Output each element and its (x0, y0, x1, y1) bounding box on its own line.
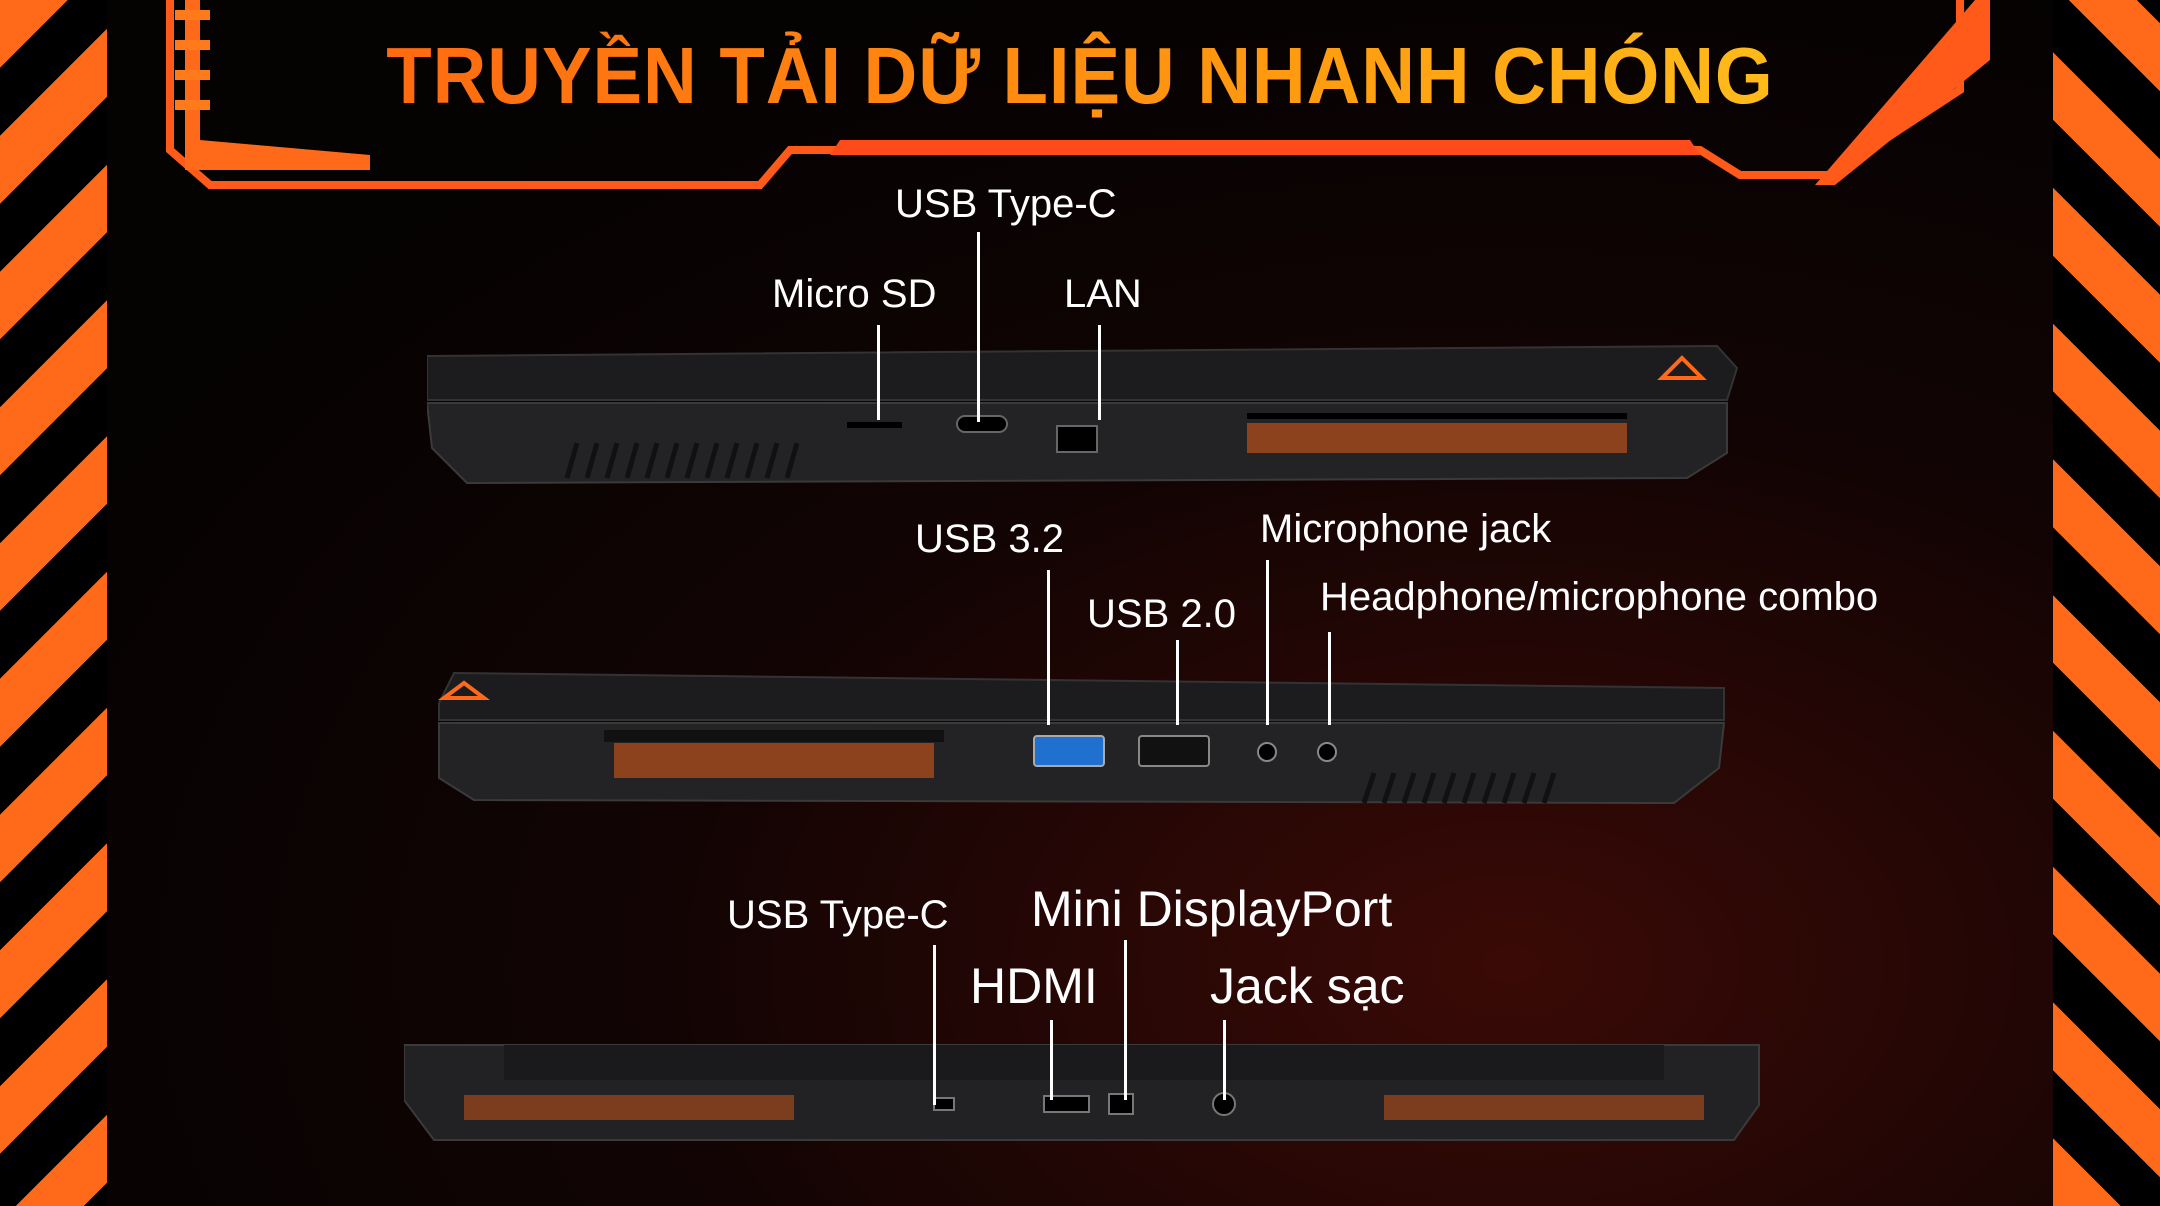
pointer-line (1050, 1020, 1053, 1100)
label-microphone-jack: Microphone jack (1260, 507, 1552, 551)
pointer-line (1098, 325, 1101, 420)
pointer-line (1176, 640, 1179, 725)
label-headphone-microphone-combo: Headphone/microphone combo (1320, 575, 1879, 619)
label-mini-displayport: Mini DisplayPort (1031, 881, 1393, 937)
pointer-line (1266, 560, 1269, 725)
label-usb-2-0: USB 2.0 (1087, 592, 1236, 636)
page-title: TRUYỀN TẢI DỮ LIỆU NHANH CHÓNG (76, 30, 2085, 122)
decorative-stripes-right (2053, 0, 2160, 1206)
laptop-side-view-right (427, 344, 1739, 485)
pointer-line (1328, 632, 1331, 725)
label-micro-sd: Micro SD (772, 272, 937, 316)
pointer-line (933, 945, 936, 1105)
decorative-stripes-left (0, 0, 107, 1206)
label-lan: LAN (1064, 272, 1142, 316)
label-usb-3-2: USB 3.2 (915, 517, 1064, 561)
pointer-line (1124, 940, 1127, 1100)
title-frame (166, 0, 1990, 189)
label-hdmi: HDMI (970, 958, 1098, 1014)
pointer-line (1047, 570, 1050, 725)
pointer-line (977, 232, 980, 422)
label-usb-type-c-rear: USB Type-C (727, 893, 949, 937)
laptop-side-view-left (438, 671, 1726, 805)
laptop-rear-view (404, 1044, 1760, 1141)
label-jack-sac: Jack sạc (1210, 958, 1405, 1014)
pointer-line (877, 325, 880, 420)
pointer-line (1223, 1020, 1226, 1100)
label-usb-type-c-top: USB Type-C (895, 182, 1117, 226)
